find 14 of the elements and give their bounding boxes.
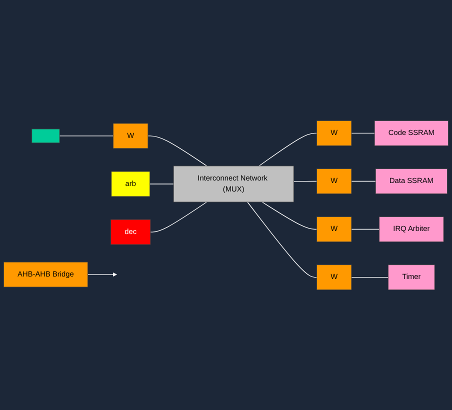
connector: [59, 135, 114, 136]
node-box: [32, 128, 60, 143]
connector: [351, 180, 376, 182]
connector: [148, 135, 208, 166]
arrow: [87, 272, 117, 276]
connector: [351, 276, 389, 278]
connector: [351, 132, 375, 134]
connector: [262, 201, 318, 230]
connector: [149, 183, 174, 184]
connector: [247, 201, 318, 278]
connector: [258, 132, 318, 166]
connector: [293, 180, 318, 182]
connector: [150, 201, 208, 232]
connector: [351, 228, 380, 230]
